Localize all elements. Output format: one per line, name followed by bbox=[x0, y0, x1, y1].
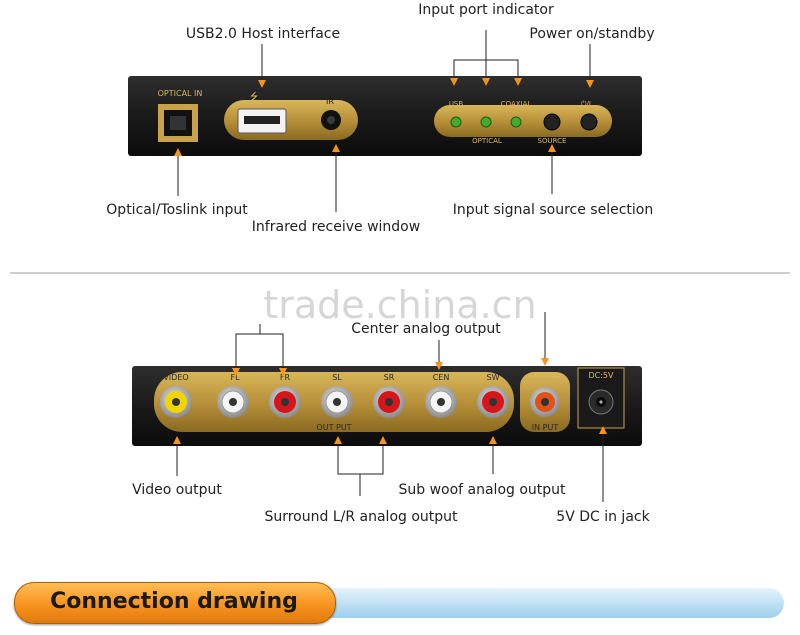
rca-coaxial-input-jack[interactable] bbox=[530, 387, 560, 417]
power-button[interactable] bbox=[580, 113, 598, 131]
sr-silkscreen: SR bbox=[384, 373, 395, 382]
dc-silkscreen: DC:5V bbox=[588, 371, 614, 380]
rca-video-jack[interactable] bbox=[160, 386, 192, 418]
jack-pin bbox=[385, 398, 393, 406]
sw-silkscreen: SW bbox=[487, 373, 500, 382]
ir-silkscreen: IR bbox=[326, 97, 334, 106]
rca-sr-jack[interactable] bbox=[373, 386, 405, 418]
optical-led-silkscreen: OPTICAL bbox=[472, 137, 502, 145]
section-banner: Connection drawing bbox=[14, 582, 784, 624]
rear-callout-arrows bbox=[173, 358, 607, 444]
jack-pin bbox=[437, 398, 445, 406]
front-callout-labels: USB2.0 Host interface Input port indicat… bbox=[106, 2, 654, 235]
power-silkscreen: ⏻/I bbox=[581, 100, 591, 108]
jack-pin bbox=[541, 398, 549, 406]
rca-sl-jack[interactable] bbox=[321, 386, 353, 418]
banner-pill bbox=[14, 582, 336, 624]
rear-callout-lines bbox=[176, 312, 604, 502]
input-port-indicator-label: Input port indicator bbox=[418, 2, 554, 18]
coaxial-led bbox=[510, 116, 522, 128]
fr-silkscreen: FR bbox=[280, 373, 291, 382]
power-standby-label: Power on/standby bbox=[529, 26, 654, 42]
watermark: trade.china.cn bbox=[263, 283, 536, 327]
optical-led bbox=[480, 116, 492, 128]
front-panel: OPTICAL IN ⭍ IR USB COAXIAL ⏻/I OPTICAL … bbox=[128, 76, 642, 156]
video-silkscreen: VIDEO bbox=[163, 373, 188, 382]
jack-pin bbox=[229, 398, 237, 406]
coaxial-rear-silkscreen: COAXIAL bbox=[530, 372, 561, 380]
front-callout-lines bbox=[177, 30, 591, 212]
connection-diagram: OPTICAL IN ⭍ IR USB COAXIAL ⏻/I OPTICAL … bbox=[10, 2, 790, 525]
video-output-label: Video output bbox=[132, 482, 222, 498]
surround-output-label: Surround L/R analog output bbox=[264, 509, 458, 525]
dc-jack[interactable] bbox=[588, 389, 614, 415]
dc-jack-label: 5V DC in jack bbox=[556, 509, 650, 525]
jack-pin bbox=[333, 398, 341, 406]
output-silkscreen: OUT PUT bbox=[316, 423, 351, 432]
rca-fr-jack[interactable] bbox=[269, 386, 301, 418]
sl-silkscreen: SL bbox=[332, 373, 342, 382]
rear-silkscreen: VIDEO FL FR SL SR CEN SW OUT PUT IN PUT bbox=[163, 373, 558, 432]
usb-port-tongue bbox=[244, 116, 280, 124]
dc-jack-pin bbox=[599, 400, 603, 404]
rear-panel: VIDEO FL FR SL SR CEN SW OUT PUT IN PUT … bbox=[132, 366, 642, 446]
rca-fl-jack[interactable] bbox=[217, 386, 249, 418]
cen-silkscreen: CEN bbox=[433, 373, 450, 382]
source-button[interactable] bbox=[543, 113, 561, 131]
optical-in-silkscreen: OPTICAL IN bbox=[158, 89, 203, 98]
front-callout-arrows bbox=[174, 78, 594, 156]
fl-silkscreen: FL bbox=[230, 373, 240, 382]
banner-title: Connection drawing bbox=[50, 589, 298, 614]
usb-led bbox=[450, 116, 462, 128]
usb-host-label: USB2.0 Host interface bbox=[186, 26, 340, 42]
usb-symbol-icon: ⭍ bbox=[250, 91, 258, 103]
source-selection-label: Input signal source selection bbox=[453, 202, 653, 218]
coaxial-led-silkscreen: COAXIAL bbox=[501, 100, 532, 108]
source-silkscreen: SOURCE bbox=[538, 137, 567, 145]
input-silkscreen: IN PUT bbox=[532, 423, 559, 432]
center-output-label: Center analog output bbox=[351, 321, 501, 337]
ir-lens bbox=[327, 116, 335, 124]
jack-pin bbox=[172, 398, 180, 406]
rear-callout-labels: Center analog output Video output Surrou… bbox=[132, 321, 651, 525]
usb-led-silkscreen: USB bbox=[449, 100, 464, 108]
indicator-plate bbox=[434, 105, 612, 137]
rca-cen-jack[interactable] bbox=[425, 386, 457, 418]
jack-pin bbox=[489, 398, 497, 406]
optical-port-shutter bbox=[170, 116, 186, 130]
optical-input-label: Optical/Toslink input bbox=[106, 202, 248, 218]
infrared-window-label: Infrared receive window bbox=[252, 219, 420, 235]
rca-sw-jack[interactable] bbox=[477, 386, 509, 418]
subwoofer-output-label: Sub woof analog output bbox=[398, 482, 566, 498]
jack-pin bbox=[281, 398, 289, 406]
